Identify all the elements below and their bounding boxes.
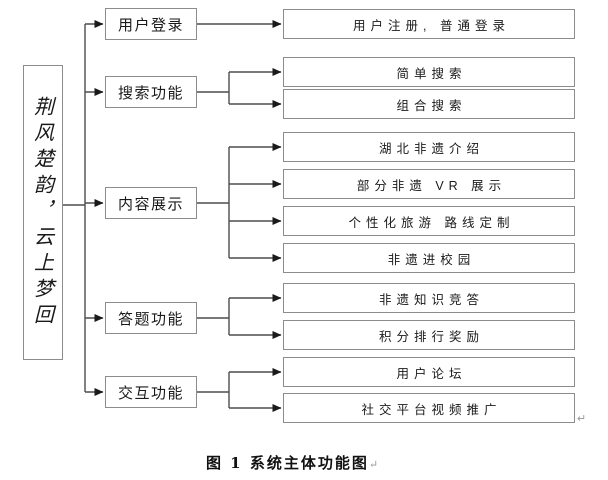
leaf-social-promotion: 社交平台视频推广 (283, 393, 575, 423)
node-quiz: 答题功能 (105, 302, 197, 334)
leaf-label: 个性化旅游 路线定制 (348, 215, 515, 230)
leaf-label: 社交平台视频推广 (361, 402, 502, 417)
leaf-travel-route: 个性化旅游 路线定制 (283, 206, 575, 236)
leaf-label: 用户注册, 普通登录 (353, 18, 510, 33)
paragraph-mark: ↵ (577, 413, 587, 425)
leaf-label: 湖北非遗介绍 (378, 141, 484, 156)
leaf-simple-search: 简单搜索 (283, 57, 575, 87)
figure-caption-text: 图 1 系统主体功能图 (205, 454, 369, 472)
node-user-login: 用户登录 (105, 8, 197, 40)
leaf-heritage-intro: 湖北非遗介绍 (283, 132, 575, 162)
paragraph-mark: ↵ (368, 458, 379, 471)
leaf-label: 部分非遗 VR 展示 (356, 178, 507, 193)
leaf-label: 非遗知识竞答 (378, 292, 484, 307)
leaf-label: 简单搜索 (396, 66, 467, 81)
leaf-label: 组合搜索 (396, 98, 467, 113)
root-node-theme: 荆风楚韵，云上梦回 (23, 65, 63, 360)
leaf-label: 积分排行奖励 (378, 329, 484, 344)
leaf-label: 非遗进校园 (387, 252, 476, 267)
leaf-label: 用户论坛 (396, 366, 467, 381)
leaf-vr-display: 部分非遗 VR 展示 (283, 169, 575, 199)
node-content: 内容展示 (105, 187, 197, 219)
node-interaction: 交互功能 (105, 376, 197, 408)
leaf-user-register-login: 用户注册, 普通登录 (283, 9, 575, 39)
leaf-user-forum: 用户论坛 (283, 357, 575, 387)
leaf-knowledge-quiz: 非遗知识竞答 (283, 283, 575, 313)
leaf-points-ranking: 积分排行奖励 (283, 320, 575, 350)
leaf-combined-search: 组合搜索 (283, 89, 575, 119)
figure-caption: 图 1 系统主体功能图↵ (0, 452, 584, 473)
node-search: 搜索功能 (105, 76, 197, 108)
leaf-campus-heritage: 非遗进校园 (283, 243, 575, 273)
